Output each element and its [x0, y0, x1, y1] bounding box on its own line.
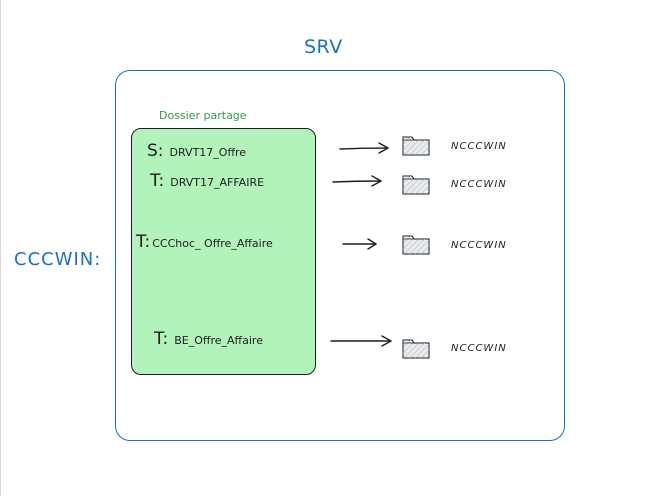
drive-letter: T:: [136, 232, 151, 252]
target-label: NCCCWIN: [451, 240, 507, 251]
client-label: CCCWIN:: [14, 249, 102, 270]
share-name: CCChoc_ Offre_Affaire: [152, 237, 273, 250]
mapping-row-4: T: BE_Offre_Affaire: [154, 329, 263, 349]
shared-folder-box: [131, 128, 316, 375]
folder-icon: [402, 235, 430, 255]
share-name: BE_Offre_Affaire: [174, 334, 263, 347]
arrow-right-icon: [342, 238, 377, 250]
mapping-row-2: T: DRVT17_AFFAIRE: [150, 171, 264, 191]
target-label: NCCCWIN: [451, 141, 507, 152]
server-title: SRV: [304, 36, 343, 58]
arrow-right-icon: [332, 175, 382, 187]
arrow-right-icon: [339, 142, 389, 154]
shared-folder-title: Dossier partage: [159, 109, 247, 122]
share-name: DRVT17_Offre: [169, 146, 247, 159]
share-name: DRVT17_AFFAIRE: [170, 176, 265, 189]
folder-icon: [402, 339, 430, 359]
folder-icon: [402, 175, 430, 195]
left-edge-line: [0, 0, 1, 496]
drive-letter: T:: [150, 171, 165, 191]
drive-letter: T:: [154, 329, 169, 349]
mapping-row-3: T: CCChoc_ Offre_Affaire: [136, 232, 273, 252]
mapping-row-1: S: DRVT17_Offre: [147, 141, 246, 161]
drive-letter: S:: [147, 141, 164, 161]
target-label: NCCCWIN: [451, 179, 507, 190]
server-box: [115, 70, 565, 441]
folder-icon: [402, 136, 430, 156]
target-label: NCCCWIN: [451, 343, 507, 354]
arrow-right-icon: [330, 335, 392, 347]
